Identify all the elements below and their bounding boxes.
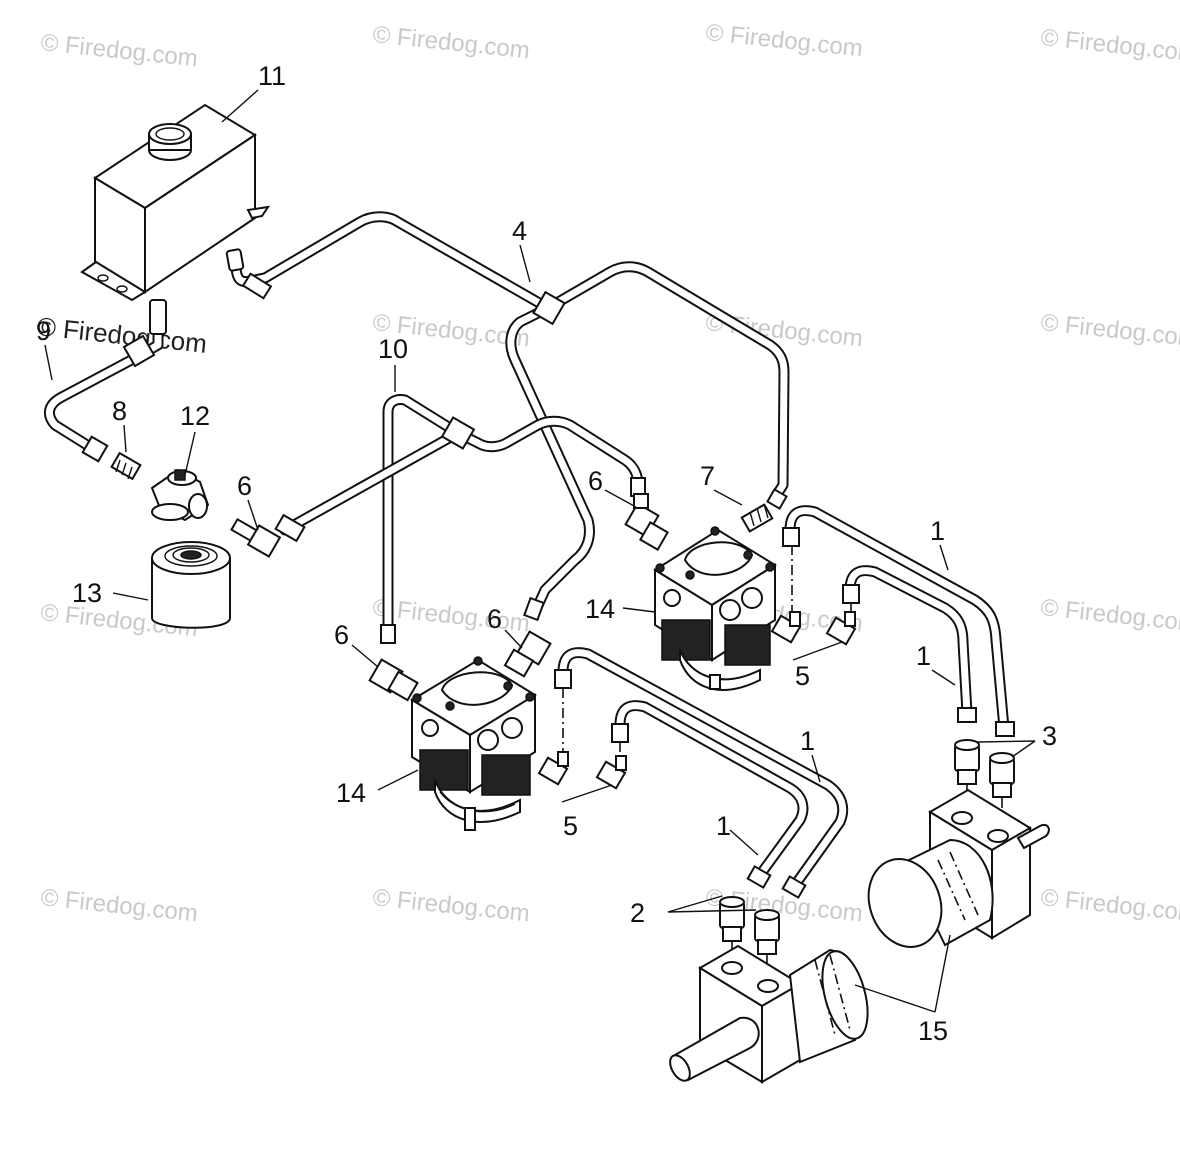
watermark: © Firedog.com: [704, 19, 864, 62]
elbow-fitting-6-mid: [503, 630, 552, 678]
watermark: © Firedog.com: [1039, 594, 1180, 637]
callout-6: 6: [334, 620, 349, 650]
suction-tube-9: [43, 299, 167, 463]
callout-3: 3: [1042, 721, 1057, 751]
hydraulic-motor-15-lower: [669, 944, 869, 1084]
pressure-tube-10: [274, 394, 646, 644]
callout-8: 8: [112, 396, 127, 426]
callout-15: 15: [918, 1016, 948, 1046]
watermark: © Firedog.com: [39, 29, 199, 72]
connectors-2: [719, 896, 780, 985]
tubes-1-upper: [782, 505, 1015, 737]
reservoir-tank: [80, 103, 271, 302]
callout-9: 9: [36, 316, 51, 346]
callout-6: 6: [487, 604, 502, 634]
hydraulic-pump-14-lower: [410, 656, 537, 831]
hydraulic-motor-15-upper: [867, 788, 1050, 948]
elbow-fittings-5-lower: [537, 688, 627, 790]
watermark: © Firedog.com: [39, 884, 199, 927]
watermark-overlay: © Firedog.com: [35, 311, 208, 359]
return-tube-4: [225, 211, 790, 622]
tubes-1-lower: [554, 647, 849, 899]
elbow-fitting-6-left: [230, 517, 282, 558]
callout-1: 1: [800, 726, 815, 756]
callout-6: 6: [237, 471, 252, 501]
callout-14: 14: [585, 594, 615, 624]
callout-6: 6: [588, 466, 603, 496]
callout-1: 1: [916, 641, 931, 671]
nipple-fitting-8: [110, 451, 142, 481]
callout-labels: 11 4 10 9 8 12 13 6 6 7 6 6 14 14 1 1 5 …: [36, 61, 1057, 1046]
watermark: © Firedog.com: [371, 884, 531, 927]
watermark: © Firedog.com: [1039, 24, 1180, 67]
hydraulic-pump-14-upper: [653, 526, 777, 691]
callout-12: 12: [180, 401, 210, 431]
elbow-fitting-6-upper: [624, 493, 670, 552]
callout-2: 2: [630, 898, 645, 928]
elbow-fittings-5-upper: [770, 545, 857, 646]
callout-10: 10: [378, 334, 408, 364]
callout-7: 7: [700, 461, 715, 491]
nipple-fitting-7: [740, 503, 774, 533]
watermark: © Firedog.com: [371, 21, 531, 64]
filter-element-13: [151, 541, 231, 629]
callout-1: 1: [930, 516, 945, 546]
callout-5: 5: [563, 811, 578, 841]
watermark: © Firedog.com: [1039, 884, 1180, 927]
callout-5: 5: [795, 661, 810, 691]
watermark: © Firedog.com: [1039, 309, 1180, 352]
callout-13: 13: [72, 578, 102, 608]
callout-4: 4: [512, 216, 527, 246]
callout-14: 14: [336, 778, 366, 808]
filter-head-12: [150, 468, 210, 522]
callout-11: 11: [258, 61, 286, 91]
callout-1: 1: [716, 811, 731, 841]
elbow-fitting-6-lower: [368, 658, 419, 702]
leader-lines: [44, 89, 1036, 1013]
